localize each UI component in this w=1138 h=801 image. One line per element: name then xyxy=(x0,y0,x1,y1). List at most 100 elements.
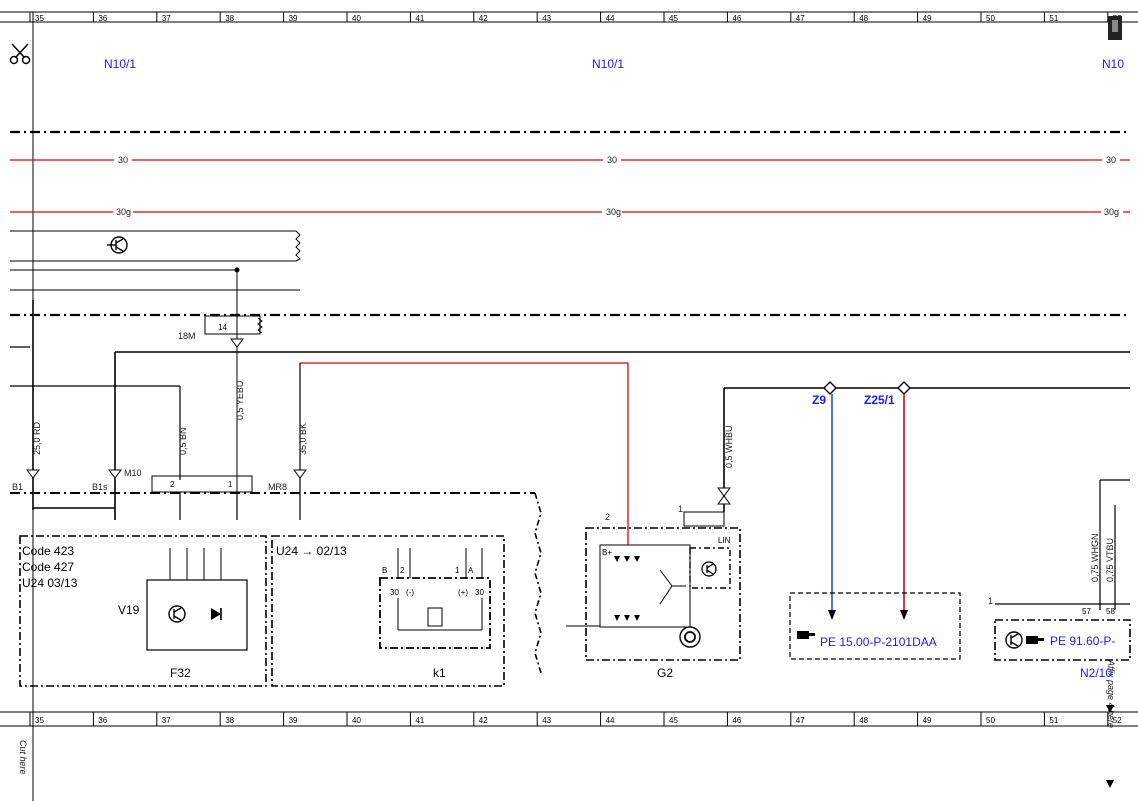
f32-code-3: U24 03/13 xyxy=(22,576,78,590)
pointing-hand-icon xyxy=(1026,636,1044,644)
pe-reference-link[interactable]: PE 91.60-P- xyxy=(1050,634,1115,648)
g2-bplus: B+ xyxy=(602,548,612,557)
ruler-column-number: 42 xyxy=(479,716,488,725)
g2-name: G2 xyxy=(657,666,673,680)
ruler-column-number: 45 xyxy=(669,716,678,725)
wire-red-35bk xyxy=(300,362,629,528)
ruler-column-number: 40 xyxy=(352,14,361,23)
pin-14: 14 xyxy=(218,323,227,332)
wire-label-yebu: 0,5 YEBU xyxy=(235,381,245,420)
ruler-column-number: 36 xyxy=(98,716,107,725)
transistor-icon xyxy=(168,605,186,623)
ruler-column-number: 51 xyxy=(1049,716,1058,725)
arrow-down-icon xyxy=(828,610,836,620)
cut-here-text: Cut here xyxy=(18,740,28,775)
wire-label-vtbu: 0,75 VTBU xyxy=(1105,538,1115,582)
wire-label-whbu: 0,5 WHBU xyxy=(724,425,734,468)
f32-name: F32 xyxy=(170,666,191,680)
k1-pin: 2 xyxy=(400,566,405,575)
pin-57: 57 xyxy=(1082,607,1091,616)
ruler-column-number: 40 xyxy=(352,716,361,725)
bus-label-30g: 30g xyxy=(1104,207,1119,217)
ruler-column-number: 44 xyxy=(606,716,615,725)
glue-icon xyxy=(1108,16,1122,40)
stator-winding-icon xyxy=(659,569,686,605)
ruler-column-number: 46 xyxy=(732,14,741,23)
bus-label-30g: 30g xyxy=(606,207,621,217)
ruler-column-number: 35 xyxy=(35,716,44,725)
pin-2: 2 xyxy=(170,480,175,489)
splice-diamond xyxy=(823,381,837,395)
label-b1: B1 xyxy=(12,482,23,492)
ruler-column-number: 50 xyxy=(986,716,995,725)
g2-pin-2: 2 xyxy=(605,512,610,522)
label-m10: M10 xyxy=(124,468,142,478)
ruler-column-number: 43 xyxy=(542,14,551,23)
ruler-column-number: 38 xyxy=(225,14,234,23)
k1-sub-pin: 30 xyxy=(475,588,484,597)
bus-label-30g: 30g xyxy=(116,207,131,217)
break-line xyxy=(534,492,542,674)
pin-1: 1 xyxy=(228,480,233,489)
f32-component-label: V19 xyxy=(118,603,140,617)
splice-triangle xyxy=(717,487,731,497)
arrow-down-icon xyxy=(900,610,908,620)
box-f32 xyxy=(19,535,267,687)
connector-n10-1-middle: N10/1 xyxy=(592,57,624,71)
splice-z9: Z9 xyxy=(812,393,826,407)
splice-diamond xyxy=(897,381,911,395)
ruler-column-number: 44 xyxy=(606,14,615,23)
bus-label-30: 30 xyxy=(118,155,128,165)
pin-58: 58 xyxy=(1106,607,1115,616)
splice-triangle xyxy=(293,469,307,479)
ruler-column-number: 48 xyxy=(859,14,868,23)
connector-n10-right: N10 xyxy=(1102,57,1124,71)
upper-module xyxy=(10,230,301,291)
ruler-column-number: 37 xyxy=(162,14,171,23)
ruler-column-number: 43 xyxy=(542,716,551,725)
pe-reference-link[interactable]: PE 15.00-P-2101DAA xyxy=(820,635,937,649)
label-b1s: B1s xyxy=(92,482,108,492)
ruler-column-number: 42 xyxy=(479,14,488,23)
ruler-column-number: 39 xyxy=(289,716,298,725)
ruler-column-number: 36 xyxy=(98,14,107,23)
bus-label-30: 30 xyxy=(607,155,617,165)
ruler-column-number: 47 xyxy=(796,14,805,23)
connector-block xyxy=(683,511,725,527)
ruler-column-number: 37 xyxy=(162,716,171,725)
rotor-icon xyxy=(679,626,701,648)
pe-reference-box xyxy=(994,619,1131,661)
ruler-column-number: 41 xyxy=(415,14,424,23)
affix-page-text: Affix page 4 here xyxy=(1106,659,1116,728)
arrow-down-icon xyxy=(1106,780,1114,788)
n2-10-wires xyxy=(995,479,1130,610)
wire-label-whgn: 0,75 WHGN xyxy=(1090,533,1100,582)
transistor-icon xyxy=(107,236,128,254)
ruler-column-number: 41 xyxy=(415,716,424,725)
pointing-hand-icon xyxy=(797,631,815,639)
bus-line-30g: 30g 30g 30g xyxy=(10,207,1130,217)
wire-label-bk: 35,0 BK xyxy=(298,423,308,455)
regulator-transistor-icon xyxy=(701,561,717,577)
splice-triangle xyxy=(108,469,122,479)
f32-code-2: Code 427 xyxy=(22,560,74,574)
ruler-column-number: 51 xyxy=(1049,14,1058,23)
wire-stubs xyxy=(179,492,238,520)
ruler-column-number: 49 xyxy=(923,14,932,23)
label-mr8: MR8 xyxy=(268,482,287,492)
ruler-column-number: 38 xyxy=(225,716,234,725)
f32-code-1: Code 423 xyxy=(22,544,74,558)
k1-sub-pin: (-) xyxy=(406,588,414,597)
ruler-column-number: 50 xyxy=(986,14,995,23)
splice-triangle xyxy=(230,338,244,348)
yebu-wire xyxy=(204,270,263,520)
bus-label-30: 30 xyxy=(1106,155,1116,165)
splice-triangle xyxy=(717,495,731,505)
ground-18m-label: 18M xyxy=(178,331,196,341)
g2-lin: LIN xyxy=(718,536,731,545)
k1-pin: A xyxy=(468,566,474,575)
wire-label-bn: 0,5 BN xyxy=(178,427,188,455)
